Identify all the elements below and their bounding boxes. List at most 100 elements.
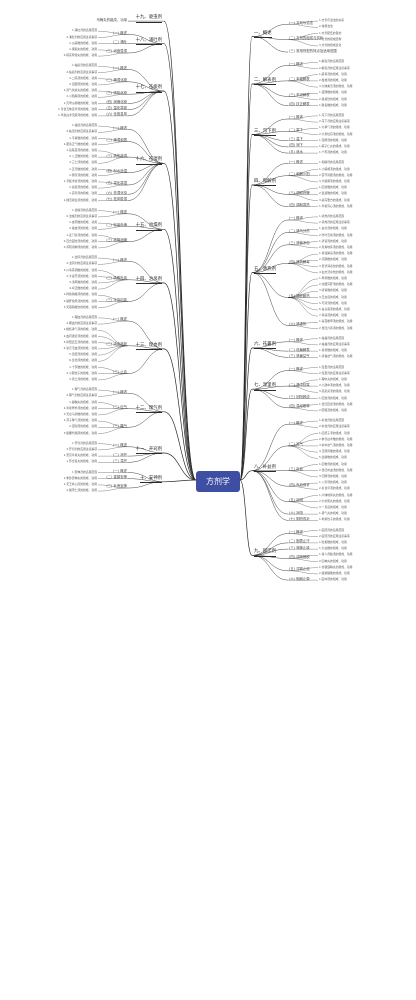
subtopic[interactable]: (七) 阴阳双补	[289, 516, 310, 521]
leaf-item[interactable]: 1.半夏泻心汤的组成、功用	[319, 203, 353, 208]
leaf-item[interactable]: 1.清暑益气汤的组成、功用	[319, 354, 353, 359]
subtopic[interactable]: (二) 轻宣外燥	[106, 222, 127, 227]
subtopic[interactable]: (一) 概述	[113, 30, 127, 35]
subtopic[interactable]: (七) 祛风胜湿	[106, 196, 127, 201]
leaf-item[interactable]: 1.川芎茶调散的组成、功用	[63, 267, 97, 272]
subtopic[interactable]: (三) 清热祛湿	[106, 153, 127, 158]
leaf-item[interactable]: 3.方剂的组成变化	[319, 42, 342, 47]
subtopic[interactable]: (六) 祛湿化浊	[106, 190, 127, 195]
subtopic[interactable]: (六) 固崩止带	[289, 576, 310, 581]
leaf-item[interactable]: 2.当归六黄汤的组成、功用	[319, 325, 353, 330]
subtopic[interactable]: (一) 概述	[113, 65, 127, 70]
leaf-item[interactable]: 2.祛湿剂的应用注意事项	[66, 129, 97, 134]
leaf-item[interactable]: 1.瓜蒂散的组成、功用	[69, 40, 97, 45]
subtopic[interactable]: (一) 概述	[289, 367, 303, 371]
subtopic[interactable]: (三) 调和肝脾	[289, 190, 310, 195]
leaf-item[interactable]: 1.固涩剂的适用范围	[319, 527, 345, 532]
leaf-item[interactable]: 3.旋覆代赭汤的组成、功用	[63, 430, 97, 435]
subtopic[interactable]: (二) 燥湿和胃	[106, 138, 127, 142]
subtopic[interactable]: (一) 概述	[113, 125, 127, 130]
branch-topic[interactable]: 十五、治燥剂	[135, 223, 162, 231]
leaf-item[interactable]: 1.地黄饮子的组成、功用	[319, 517, 350, 522]
leaf-item[interactable]: 1.涌吐剂的适用范围	[71, 28, 97, 33]
leaf-item[interactable]: 1.茵陈蒿汤的组成、功用	[66, 147, 97, 152]
leaf-item[interactable]: 2.大补阴丸的组成、功用	[319, 498, 350, 503]
subtopic[interactable]: (三) 清热化痰	[106, 90, 127, 95]
leaf-item[interactable]: 2.祛暑剂的应用注意事项	[319, 341, 350, 346]
leaf-item[interactable]: 1.大承气汤的组成、功用	[319, 125, 350, 130]
branch-topic[interactable]: 十八、涌吐剂	[135, 38, 162, 46]
leaf-item[interactable]: 1.温脾汤的组成、功用	[319, 137, 347, 142]
subtopic[interactable]: (一) 概述	[113, 443, 127, 448]
leaf-item[interactable]: 2.龙胆泻肝汤的组成、功用	[319, 282, 353, 287]
leaf-item[interactable]: 3.补中益气汤的组成、功用	[319, 442, 353, 447]
branch-topic[interactable]: 十四、治风剂	[135, 277, 162, 285]
branch-topic[interactable]: 九、固涩剂	[254, 549, 276, 557]
branch-topic[interactable]: 十六、祛湿剂	[135, 157, 162, 165]
leaf-item[interactable]: 5.芍药汤的组成、功用	[319, 300, 347, 305]
leaf-item[interactable]: 1.解表剂的适用范围	[319, 59, 345, 64]
subtopic[interactable]: (一) 概述	[113, 210, 127, 215]
leaf-item[interactable]: 1.五苓散的组成、功用	[69, 166, 97, 171]
branch-topic[interactable]: 十七、祛痰剂	[135, 85, 162, 93]
leaf-item[interactable]: 2.常用治法	[319, 24, 333, 29]
branch-topic[interactable]: 八、补益剂	[254, 465, 276, 473]
leaf-item[interactable]: 5.温经汤的组成、功用	[69, 352, 97, 357]
subtopic[interactable]: (三) 滋阴润燥	[106, 238, 127, 243]
branch-topic[interactable]: 十二、理气剂	[135, 406, 162, 414]
leaf-item[interactable]: 2.阳和汤的组成、功用	[319, 407, 347, 412]
leaf-item[interactable]: 1.清气化痰丸的组成、功用	[63, 88, 97, 93]
subtopic[interactable]: (三) 温开	[113, 458, 127, 463]
branch-topic[interactable]: 十九、驱虫剂	[135, 15, 162, 23]
subtopic[interactable]: (五) 清脏腑热	[289, 293, 310, 298]
subtopic[interactable]: (二) 辛温解表	[289, 77, 310, 82]
leaf-item[interactable]: 1.十枣汤的组成、功用	[319, 150, 347, 155]
leaf-item[interactable]: 2.猪苓汤的组成、功用	[69, 172, 97, 177]
leaf-item[interactable]: 1.朱砂安神丸的组成、功用	[63, 475, 97, 480]
leaf-item[interactable]: 2.桑螵蛸散的组成、功用	[319, 570, 350, 575]
leaf-item[interactable]: 1.牡蛎散的组成、功用	[319, 539, 347, 544]
leaf-item[interactable]: 1.固冲汤的组成、功用	[319, 577, 347, 582]
branch-topic[interactable]: 四、和解剂	[254, 179, 276, 187]
leaf-item[interactable]: 2.大黄牡丹汤的组成、功用	[319, 131, 353, 136]
leaf-item[interactable]: 1.补益剂的适用范围	[319, 418, 345, 423]
subtopic[interactable]: (五) 涩精止遗	[289, 567, 310, 572]
subtopic[interactable]: (二) 清气分热	[289, 228, 310, 233]
leaf-item[interactable]: 3.清胃散的组成、功用	[319, 288, 347, 293]
subtopic[interactable]: (三) 补养安神	[106, 484, 127, 489]
leaf-item[interactable]: 1.四逆汤的组成、功用	[319, 395, 347, 400]
subtopic[interactable]: (四) 利水渗湿	[106, 169, 127, 173]
leaf-item[interactable]: 2.治风剂的应用注意事项	[66, 261, 97, 266]
leaf-item[interactable]: 1.败毒散的组成、功用	[319, 102, 347, 107]
leaf-item[interactable]: 3.补阳还五汤的组成、功用	[63, 339, 97, 344]
subtopic[interactable]: (二) 疏散外风	[106, 276, 127, 281]
subtopic[interactable]: (三) 清暑益气	[289, 353, 310, 358]
leaf-item[interactable]: 1.四物汤的组成、功用	[319, 461, 347, 466]
leaf-item[interactable]: 1.八珍汤的组成、功用	[319, 480, 347, 485]
leaf-item[interactable]: 4.仙方活命饮的组成、功用	[319, 269, 353, 274]
leaf-item[interactable]: 4.玉屏风散的组成、功用	[319, 449, 350, 454]
leaf-item[interactable]: 3.消风散的组成、功用	[69, 279, 97, 284]
branch-topic[interactable]: 七、温里剂	[254, 383, 276, 391]
subtopic[interactable]: (二) 活血祛瘀	[106, 342, 127, 347]
leaf-item[interactable]: 1.越鞠丸的组成、功用	[69, 399, 97, 404]
leaf-item[interactable]: 1.半夏白术天麻汤的组成、功用	[57, 112, 97, 117]
leaf-item[interactable]: 2.理血剂的应用注意事项	[66, 321, 97, 326]
leaf-item[interactable]: 2.泻下剂的应用注意事项	[319, 119, 350, 124]
branch-topic[interactable]: 六、祛暑剂	[254, 342, 276, 350]
leaf-item[interactable]: 1.保和丸的组成、功用	[69, 46, 97, 51]
leaf-item[interactable]: 2.桂枝汤的组成、功用	[319, 77, 347, 82]
leaf-item[interactable]: 2.炙甘草汤的组成、功用	[319, 486, 350, 491]
subtopic[interactable]: (四) 清热解毒	[289, 259, 310, 264]
leaf-item[interactable]: 2.镇肝熄风汤的组成、功用	[63, 298, 97, 303]
leaf-item[interactable]: 2.蒿芩清胆汤的组成、功用	[319, 172, 353, 177]
leaf-item[interactable]: 1.黄连解毒汤的组成、功用	[319, 251, 353, 256]
branch-topic[interactable]: 十、安神剂	[140, 476, 162, 484]
leaf-item[interactable]: 1.香薷散的组成、功用	[319, 348, 347, 353]
leaf-item[interactable]: 2.犀角地黄汤的组成、功用	[319, 244, 353, 249]
leaf-item[interactable]: 2.定喘汤的组成、功用	[69, 424, 97, 429]
leaf-item[interactable]: 5.生脉散的组成、功用	[319, 455, 347, 460]
leaf-item[interactable]: 3.痛泻要方的组成、功用	[319, 197, 350, 202]
subtopic[interactable]: (四) 温经散寒	[289, 404, 310, 409]
leaf-item[interactable]: 3.三仁汤的组成、功用	[69, 160, 97, 165]
